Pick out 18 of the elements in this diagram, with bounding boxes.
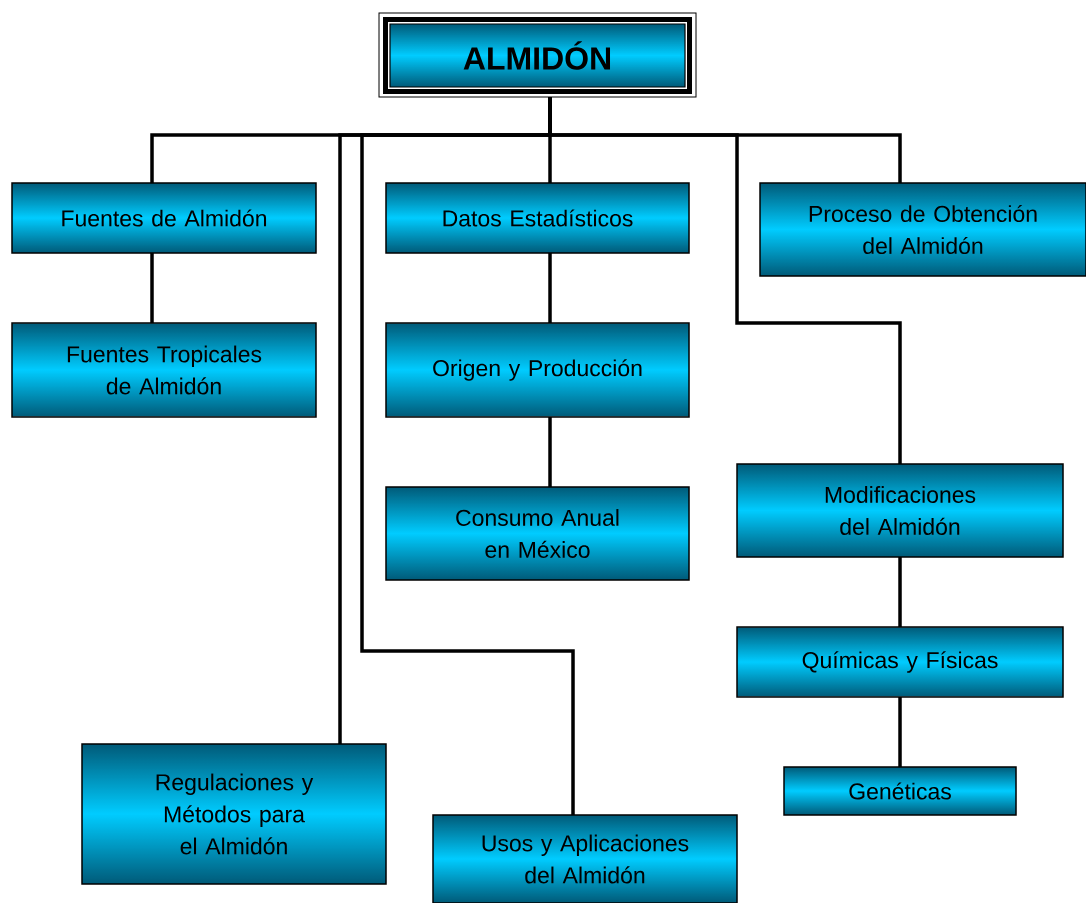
topic-box: Fuentes de Almidón	[11, 182, 317, 254]
topic-box: Regulaciones y Métodos para el Almidón	[81, 743, 387, 885]
connector-line	[898, 697, 902, 767]
title-box: ALMIDÓN	[378, 12, 697, 98]
topic-box: Fuentes Tropicales de Almidón	[11, 322, 317, 418]
connector-line	[360, 97, 575, 815]
topic-box: Modificaciones del Almidón	[736, 463, 1064, 558]
connector-line	[898, 557, 902, 627]
connector-line	[150, 253, 154, 323]
topic-box: Consumo Anual en México	[385, 486, 690, 581]
topic-box: Origen y Producción	[385, 322, 690, 418]
topic-box: Químicas y Físicas	[736, 626, 1064, 698]
topic-box: Datos Estadísticos	[385, 182, 690, 254]
connector-line	[548, 417, 552, 487]
topic-box: Usos y Aplicaciones del Almidón	[432, 814, 738, 903]
topic-box: Genéticas	[783, 766, 1017, 816]
connector-line	[548, 253, 552, 323]
topic-box: Proceso de Obtención del Almidón	[759, 182, 1086, 277]
